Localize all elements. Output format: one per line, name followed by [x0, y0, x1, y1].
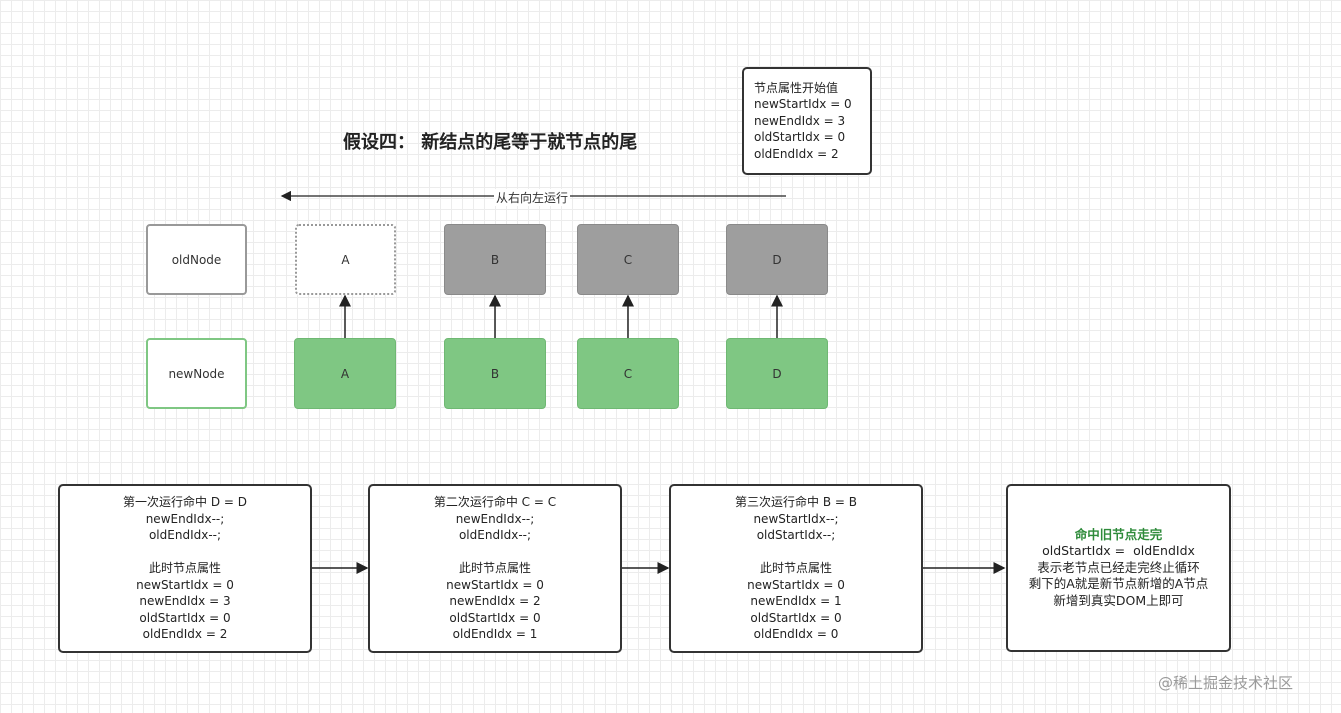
new-node-d: D: [726, 338, 828, 409]
old-node-c: C: [577, 224, 679, 295]
old-node-b: B: [444, 224, 546, 295]
new-node-a: A: [294, 338, 396, 409]
direction-label: 从右向左运行: [494, 189, 571, 206]
new-node-label: newNode: [146, 338, 247, 409]
watermark: @稀土掘金技术社区: [1158, 674, 1294, 692]
old-node-label: oldNode: [146, 224, 247, 295]
page-title: 假设四： 新结点的尾等于就节点的尾: [343, 132, 638, 153]
old-node-d: D: [726, 224, 828, 295]
new-node-b: B: [444, 338, 546, 409]
old-node-a: A: [295, 224, 396, 295]
new-node-c: C: [577, 338, 679, 409]
